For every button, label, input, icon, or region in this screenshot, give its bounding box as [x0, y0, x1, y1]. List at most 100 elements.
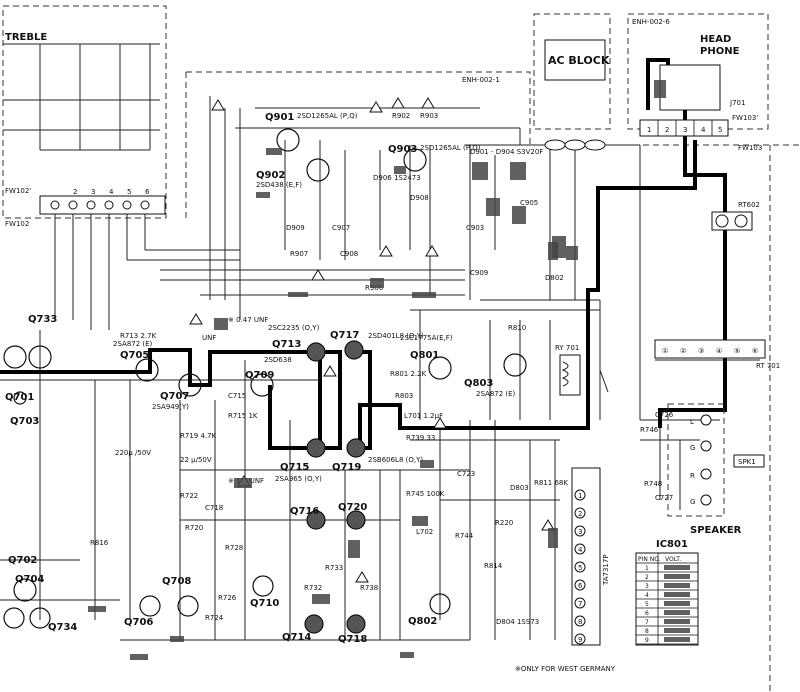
- r738-label: R738: [360, 584, 378, 592]
- scan-artifacts: [88, 80, 666, 660]
- rt602-pin-2: [734, 214, 748, 228]
- speaker-terminal-l: [700, 414, 712, 426]
- r810-label: R810: [508, 324, 526, 332]
- c908-label: C908: [340, 250, 358, 258]
- volt-table-pin-cell: 1: [645, 565, 649, 572]
- ic801-pin: [574, 579, 586, 591]
- ic801-pin-label-9: 9: [578, 636, 582, 644]
- r726-label: R726: [218, 594, 237, 602]
- rt701-pin-2: ②: [680, 347, 686, 355]
- speaker-terminal-g-top-label: G: [690, 444, 695, 452]
- volt-table-volt-cell: [664, 637, 690, 642]
- ink-patch: [510, 162, 526, 180]
- q704: Q704: [13, 574, 44, 602]
- fw102-pins: [50, 200, 150, 210]
- fw102-pin-3: [86, 200, 96, 210]
- fw103-pin-5: 5: [718, 126, 722, 134]
- q709-ref: Q709: [245, 370, 274, 381]
- q801-part: 2SC1775A(E,F): [400, 334, 453, 342]
- q710-ref: Q710: [250, 598, 279, 609]
- q702-ref: Q702: [8, 555, 37, 566]
- r722-label: R722: [180, 492, 198, 500]
- ic801-pin: [574, 615, 586, 627]
- rt701-body: [654, 339, 766, 359]
- r816-label: R816: [90, 539, 109, 547]
- fw103-label: FW103: [738, 144, 762, 152]
- r728-label: R728: [225, 544, 243, 552]
- r902-label: R902: [392, 112, 410, 120]
- ink-patch: [654, 80, 666, 98]
- ink-patch: [256, 192, 270, 198]
- r811-label: R811 68K: [534, 479, 568, 487]
- q903: Q903 2SD1265AL (P,Q): [388, 144, 481, 172]
- j701-label: J701: [729, 99, 745, 107]
- q802: Q802: [408, 593, 451, 627]
- enh-0026-label: ENH-002-6: [632, 18, 670, 26]
- headphone-label-line1: HEAD: [700, 34, 731, 45]
- warning-triangle-icon: [425, 245, 439, 257]
- q704-ref: Q704: [15, 574, 44, 585]
- r814-label: R814: [484, 562, 503, 570]
- ink-patch: [552, 236, 566, 258]
- rt701-pin-6: ⑥: [752, 347, 758, 355]
- speaker-terminal-g-bottom-label: G: [690, 498, 695, 506]
- ink-patch: [486, 198, 500, 216]
- ic801-pin-label-7: 7: [578, 600, 582, 608]
- ink-patch: [370, 278, 384, 288]
- q715-ref: Q715: [280, 462, 309, 473]
- q706-ref: Q706: [124, 617, 153, 628]
- speaker-terminal-r: [700, 468, 712, 480]
- r803-label: R803: [395, 392, 413, 400]
- ac-fuse-2: [564, 139, 586, 151]
- ic801-pin: [574, 507, 586, 519]
- warning-triangle-icon: [355, 571, 369, 583]
- volt-table-volt-cell: [664, 574, 690, 579]
- q902-part: 2SD438 (E,F): [256, 181, 302, 189]
- fw103-pin-4: 4: [701, 126, 706, 134]
- q719-part: 2SB606L8 (O,Y): [368, 456, 423, 464]
- ink-patch: [170, 636, 184, 642]
- r732-label: R732: [304, 584, 322, 592]
- q705-part: 2SA872 (E): [113, 340, 153, 348]
- q803: Q803 2SA872 (E): [464, 353, 527, 398]
- unf-b-label: ※ 0.47 UNF: [228, 316, 268, 324]
- ink-patch: [130, 654, 148, 660]
- warning-triangle-icon: [421, 97, 435, 109]
- fw103-body: [639, 119, 729, 137]
- q718-ref: Q718: [338, 634, 367, 645]
- q717-part: 2SD401L8 (O,Y): [368, 332, 424, 340]
- rt701-pin-1: ①: [662, 347, 668, 355]
- fw103-pin-3: 3: [683, 126, 687, 134]
- q706: Q706: [124, 595, 161, 628]
- ic801-pin: [574, 489, 586, 501]
- fw102-pin-label-6: 6: [145, 188, 150, 196]
- ac-block-boundary: [533, 13, 611, 130]
- fw103-pin-1: 1: [647, 126, 651, 134]
- volt-table-pin-cell: 3: [645, 583, 649, 590]
- d804-label: D804 1SS73: [496, 618, 539, 626]
- q713-ref: Q713: [272, 339, 301, 350]
- ic801-pin: [574, 543, 586, 555]
- fw102-pin-1: [50, 200, 60, 210]
- d803-label: D803: [510, 484, 529, 492]
- rt701-pin-3: ③: [698, 347, 704, 355]
- q720-ref: Q720: [338, 502, 367, 513]
- treble-label: TREBLE: [5, 32, 47, 43]
- q707: Q707 2SA949(Y): [152, 373, 202, 411]
- d909-label: D909: [286, 224, 305, 232]
- ink-patch: [348, 540, 360, 558]
- warning-triangle-icon: [311, 269, 325, 281]
- q715-part: 2SA965 (O,Y): [275, 475, 322, 483]
- q734: Q734: [3, 607, 77, 633]
- c727-label: C727: [655, 494, 673, 502]
- ic801-pin-label-6: 6: [578, 582, 583, 590]
- fw103-prime-label: FW103': [732, 114, 758, 122]
- ic801-pin: [574, 525, 586, 537]
- q709: Q709 2SD638: [245, 356, 292, 397]
- q733-ref: Q733: [28, 314, 57, 325]
- warning-triangle-icon: [323, 365, 337, 377]
- ic801-pin-label-5: 5: [578, 564, 582, 572]
- q708-ref: Q708: [162, 576, 191, 587]
